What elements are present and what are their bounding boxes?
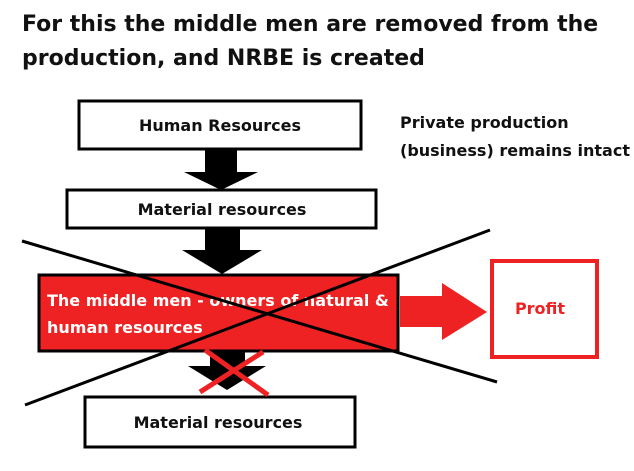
profit-box	[490, 259, 599, 359]
material-resources-bottom-label: Material resources	[134, 413, 303, 432]
cross-line-2	[24, 228, 491, 407]
material-resources-top-box	[65, 188, 378, 230]
middle-men-box	[37, 273, 400, 353]
note-line-1: Private production	[400, 113, 569, 132]
human-resources-box	[77, 99, 363, 151]
down-arrow-2	[182, 228, 262, 274]
red-cross-line-1	[203, 347, 270, 398]
material-resources-top-label: Material resources	[138, 200, 307, 219]
red-cross-line-2	[198, 349, 265, 395]
middle-men-label-line-2: human resources	[47, 318, 203, 337]
note-line-2: (business) remains intact	[400, 141, 630, 160]
material-resources-bottom-box	[83, 395, 357, 449]
diagram-title: For this the middle men are removed from…	[22, 12, 599, 71]
human-resources-label: Human Resources	[139, 116, 301, 135]
profit-arrow	[400, 283, 487, 340]
profit-label: Profit	[515, 299, 565, 318]
cross-line-1	[21, 239, 498, 384]
down-arrow-3	[188, 352, 266, 390]
down-arrow-1	[184, 150, 258, 190]
